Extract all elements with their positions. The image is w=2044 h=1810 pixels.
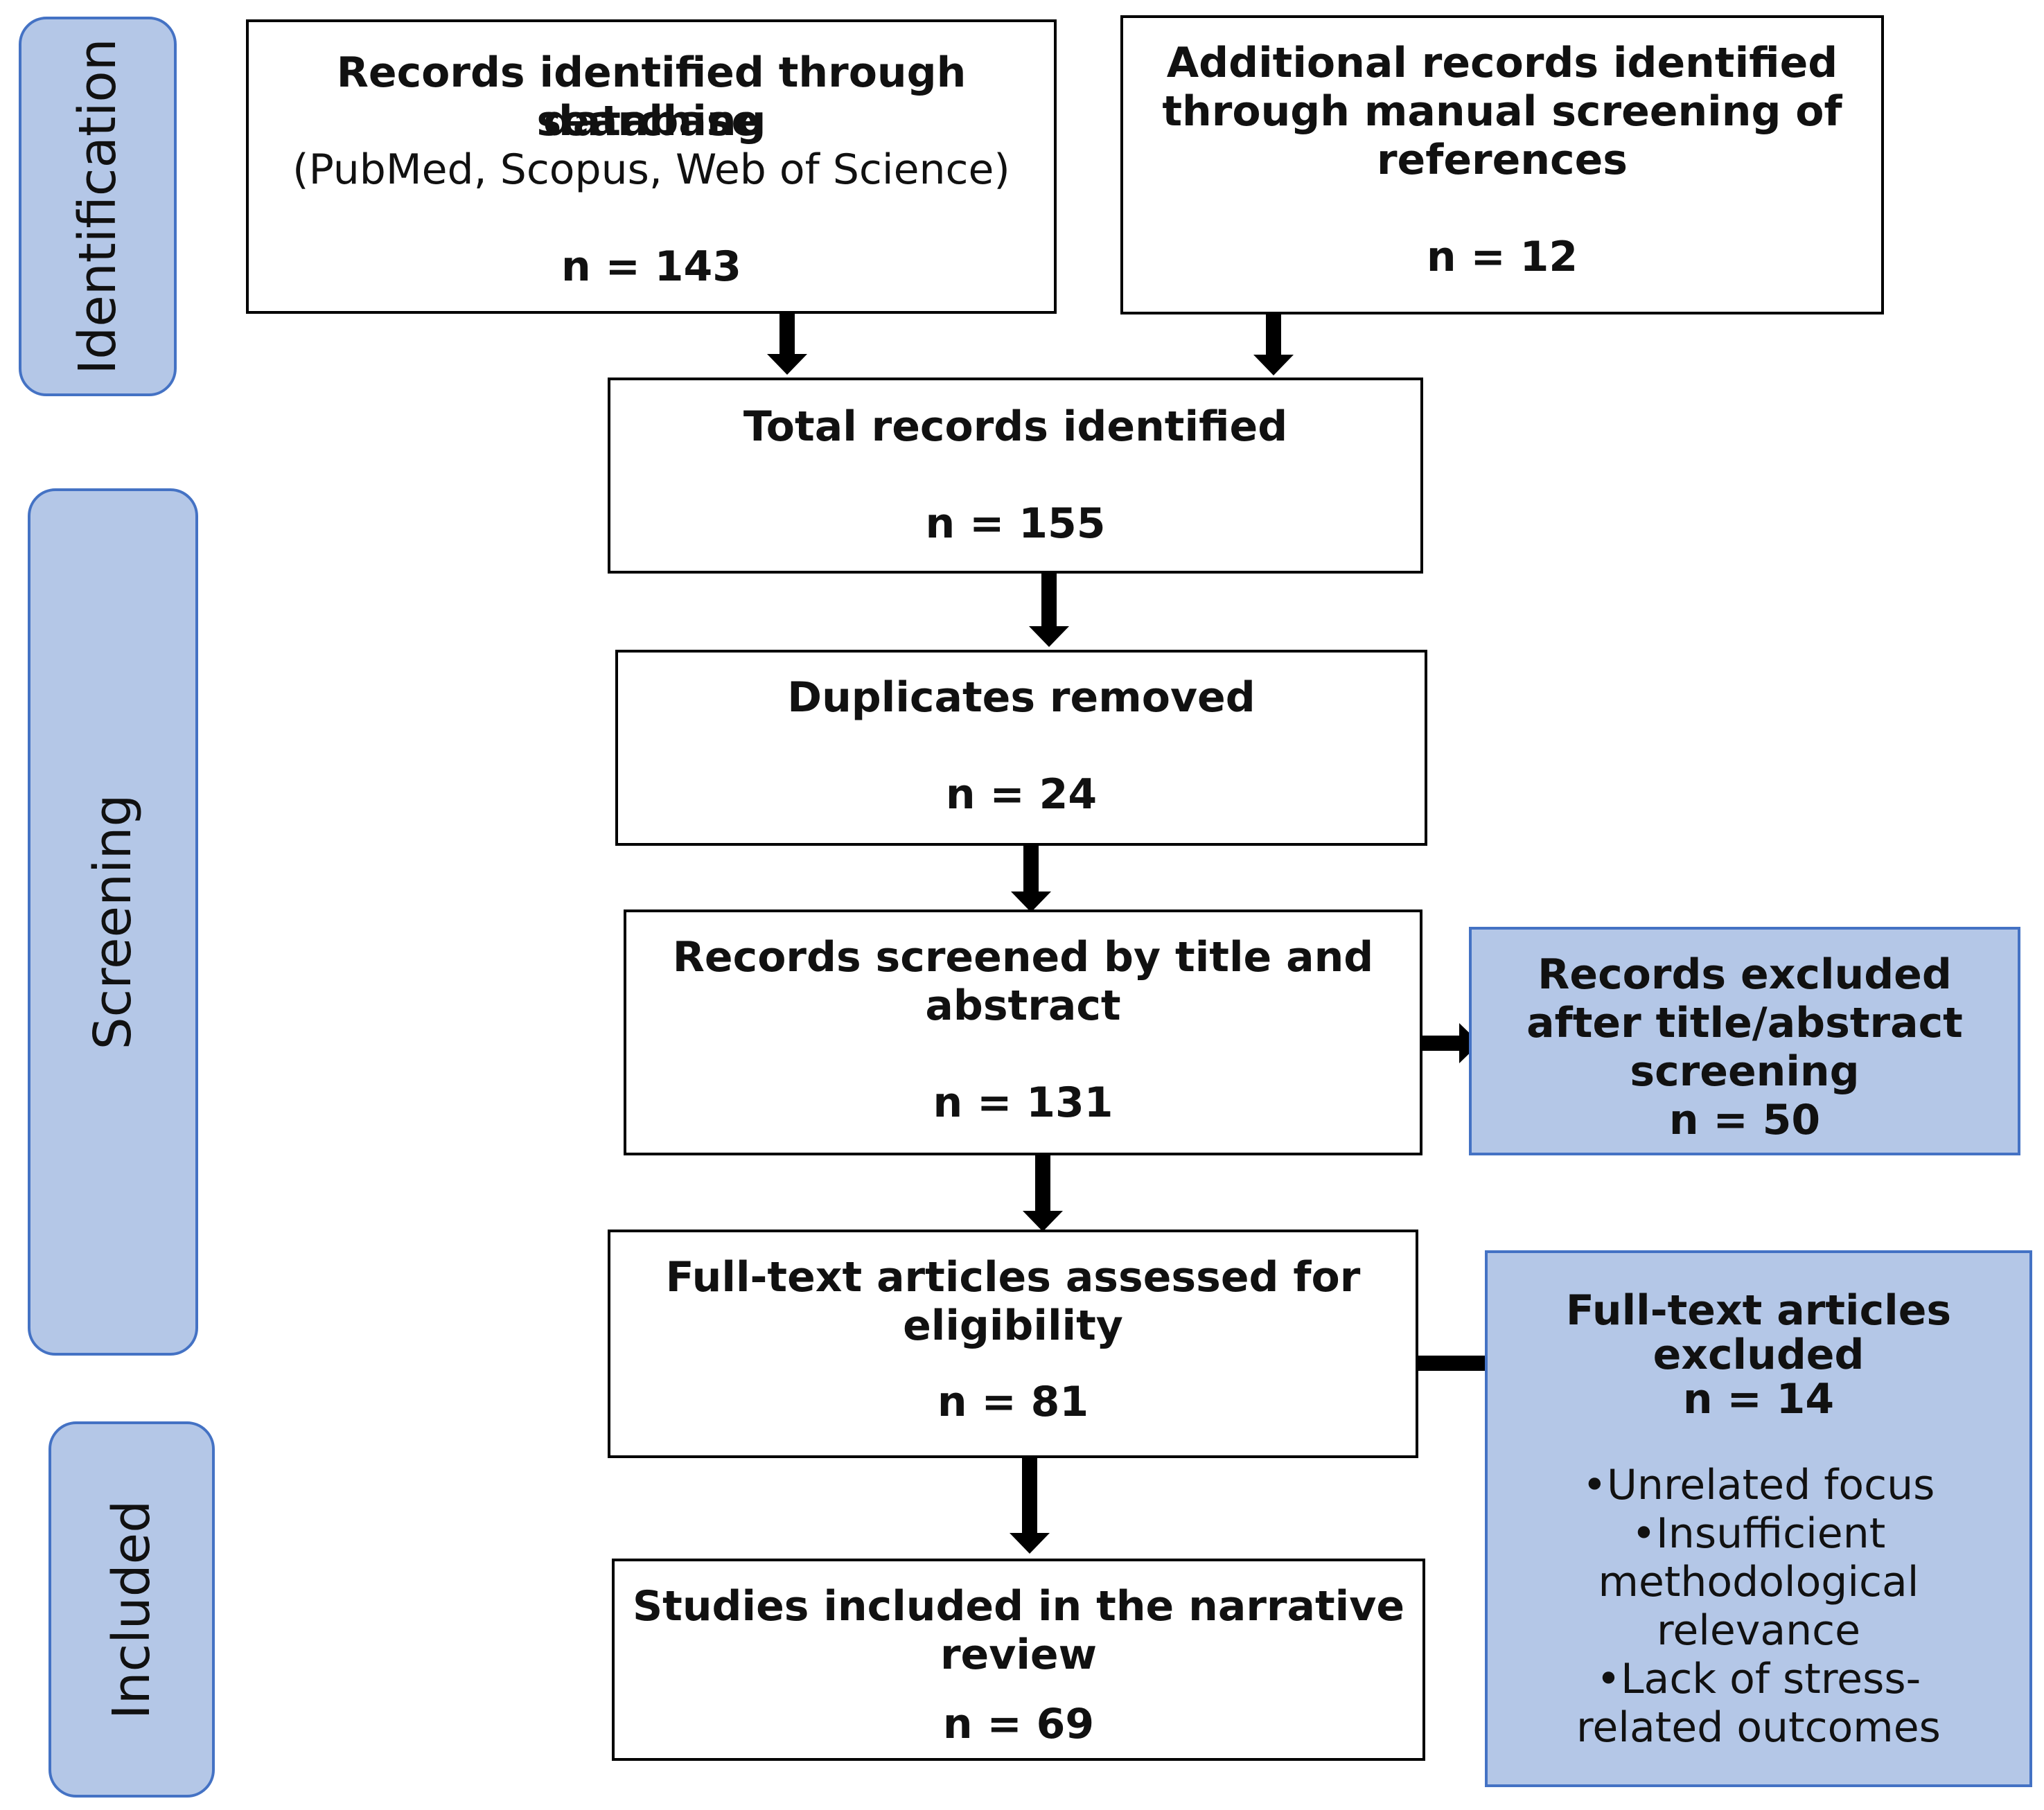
manual-line1: Additional records identified [1166, 39, 1838, 87]
screened-line1: Records screened by title and [672, 933, 1374, 982]
screened-line2: abstract [925, 982, 1121, 1030]
fulltext-line2: eligibility [903, 1302, 1123, 1350]
arrow-fulltext-to-excluded [1418, 1343, 1507, 1383]
exclusion-reason: Unrelated focus [1488, 1461, 2029, 1509]
screened-count: n = 131 [933, 1079, 1113, 1127]
fulltext-line1: Full-text articles assessed for [665, 1253, 1361, 1302]
duplicates-count: n = 24 [945, 770, 1098, 819]
fulltext-count: n = 81 [937, 1378, 1089, 1426]
included-line1: Studies included in the narrative [632, 1582, 1405, 1631]
box-database-records: Records identified through database sear… [246, 19, 1057, 314]
arrow-database-to-total [767, 314, 807, 375]
database-line2: searching [536, 97, 766, 145]
manual-count: n = 12 [1426, 233, 1578, 281]
exclusion-reason: Lack of stress- [1488, 1655, 2029, 1703]
exclusion-reason: methodological [1598, 1558, 1919, 1606]
phase-screening: Screening [28, 488, 198, 1356]
box-fulltext-excluded: Full-text articles excluded n = 14 Unrel… [1485, 1250, 2032, 1787]
arrow-screened-to-excluded [1422, 1023, 1480, 1063]
arrow-duplicates-to-screened [1011, 846, 1051, 912]
included-line2: review [940, 1631, 1098, 1679]
excluded-fulltext-line2: excluded [1653, 1331, 1865, 1379]
manual-line3: references [1376, 136, 1628, 184]
excluded-screening-line2: after title/abstract [1526, 999, 1963, 1047]
arrow-manual-to-total [1253, 314, 1294, 375]
box-fulltext-assessed: Full-text articles assessed for eligibil… [608, 1230, 1418, 1458]
box-records-screened: Records screened by title and abstract n… [624, 910, 1422, 1155]
total-label: Total records identified [743, 402, 1288, 451]
arrow-total-to-duplicates [1029, 574, 1069, 647]
included-count: n = 69 [942, 1700, 1095, 1748]
excluded-screening-count: n = 50 [1668, 1096, 1821, 1144]
box-manual-records: Additional records identified through ma… [1120, 15, 1884, 314]
box-records-excluded-screening: Records excluded after title/abstract sc… [1469, 927, 2020, 1155]
arrow-fulltext-to-included [1010, 1458, 1050, 1554]
excluded-screening-line3: screening [1630, 1047, 1860, 1096]
database-count: n = 143 [561, 242, 741, 291]
exclusion-reason: related outcomes [1576, 1703, 1941, 1752]
database-sources: (PubMed, Scopus, Web of Science) [292, 145, 1010, 194]
excluded-screening-line1: Records excluded [1538, 950, 1952, 999]
exclusion-reason: relevance [1656, 1606, 1861, 1655]
exclusion-reason: Insufficient [1488, 1509, 2029, 1558]
excluded-fulltext-line1: Full-text articles [1565, 1286, 1952, 1335]
box-duplicates-removed: Duplicates removed n = 24 [615, 650, 1427, 846]
total-count: n = 155 [925, 499, 1106, 548]
box-studies-included: Studies included in the narrative review… [612, 1559, 1425, 1761]
box-total-records: Total records identified n = 155 [608, 378, 1423, 574]
phase-included-label: Included [102, 1500, 161, 1719]
arrow-screened-to-fulltext [1023, 1155, 1063, 1232]
phase-identification-label: Identification [68, 38, 127, 375]
database-line1: Records identified through database [336, 48, 967, 145]
duplicates-label: Duplicates removed [787, 673, 1256, 722]
exclusion-reasons-list: Unrelated focus Insufficient methodologi… [1488, 1461, 2029, 1752]
manual-line2: through manual screening of [1162, 87, 1842, 136]
excluded-fulltext-count: n = 14 [1682, 1375, 1835, 1423]
phase-included: Included [49, 1421, 215, 1798]
phase-identification: Identification [19, 17, 177, 396]
phase-screening-label: Screening [83, 794, 143, 1050]
